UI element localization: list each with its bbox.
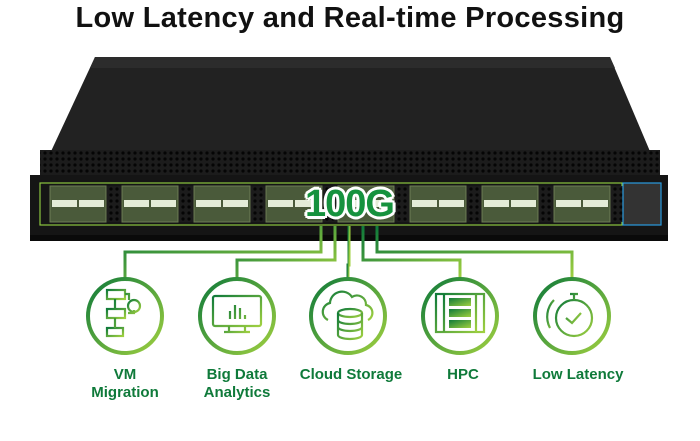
app-label-cloud-storage: Cloud Storage [299, 366, 403, 383]
qsfp-port-cage [553, 185, 625, 223]
label-line: Analytics [203, 384, 271, 401]
cloud-database-icon [309, 277, 387, 355]
label-line: VM [113, 366, 137, 383]
app-label-big-data: Big Data Analytics [167, 366, 307, 402]
qsfp-port-cage [49, 185, 121, 223]
qsfp-port-cage [265, 185, 337, 223]
connector-line [375, 226, 574, 279]
flowchart-migration-icon [86, 277, 164, 355]
label-line: Migration [91, 384, 159, 401]
qsfp-port-cage [193, 185, 265, 223]
connector-line [235, 226, 337, 279]
switch-chassis-top [40, 57, 660, 175]
monitor-chart-icon [198, 277, 276, 355]
connector-line [346, 226, 351, 279]
app-label-hpc: HPC [447, 366, 479, 383]
connector-line [123, 226, 323, 279]
label-line: Big Data [206, 366, 268, 383]
server-rack-icon [421, 277, 499, 355]
qsfp-port-cage [121, 185, 193, 223]
qsfp-port-cage [481, 185, 553, 223]
qsfp-port-cage [337, 185, 409, 223]
management-ports [622, 182, 662, 226]
connector-line [361, 226, 462, 279]
app-label-low-latency: Low Latency [532, 366, 624, 383]
stopwatch-icon [533, 277, 611, 355]
app-label-vm-migration: VM Migration [55, 366, 195, 402]
page-title: Low Latency and Real-time Processing [75, 2, 625, 34]
qsfp-port-cage [409, 185, 481, 223]
speed-badge: 100G [305, 183, 395, 225]
